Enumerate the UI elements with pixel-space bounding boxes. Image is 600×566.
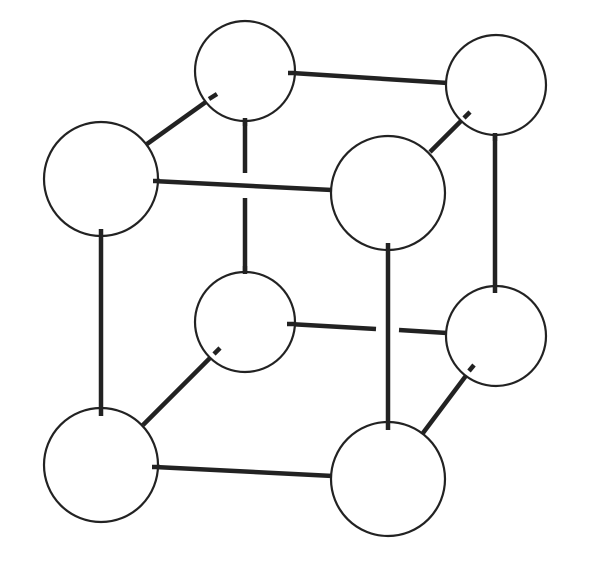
edges-back: [141, 70, 498, 435]
edges-front: [98, 178, 391, 479]
node-front-bottom-left: [42, 406, 160, 524]
edge-back-top: [291, 70, 449, 86]
node-front-top-right: [329, 134, 447, 252]
edge-back-bottom-right-part: [398, 327, 448, 336]
stub-back-top-right-diag: [462, 110, 472, 120]
node-back-bottom-right: [444, 284, 548, 388]
stub-back-bottom-left-diag: [212, 346, 222, 356]
edge-depth-bottom-left: [141, 346, 222, 427]
stub-back-top-left-diag: [207, 92, 219, 101]
node-back-top-left: [193, 19, 297, 123]
stub-back-bottom-right-diag: [467, 363, 476, 373]
nodes: [42, 19, 548, 538]
node-back-top-right: [444, 33, 548, 137]
edge-stubs: [98, 70, 498, 470]
node-front-top-left: [42, 120, 160, 238]
node-front-bottom-right: [329, 420, 447, 538]
node-back-bottom-left: [193, 270, 297, 374]
edge-front-bottom: [154, 464, 334, 479]
edge-back-bottom-left-part: [288, 321, 377, 332]
edge-front-top: [152, 178, 333, 193]
